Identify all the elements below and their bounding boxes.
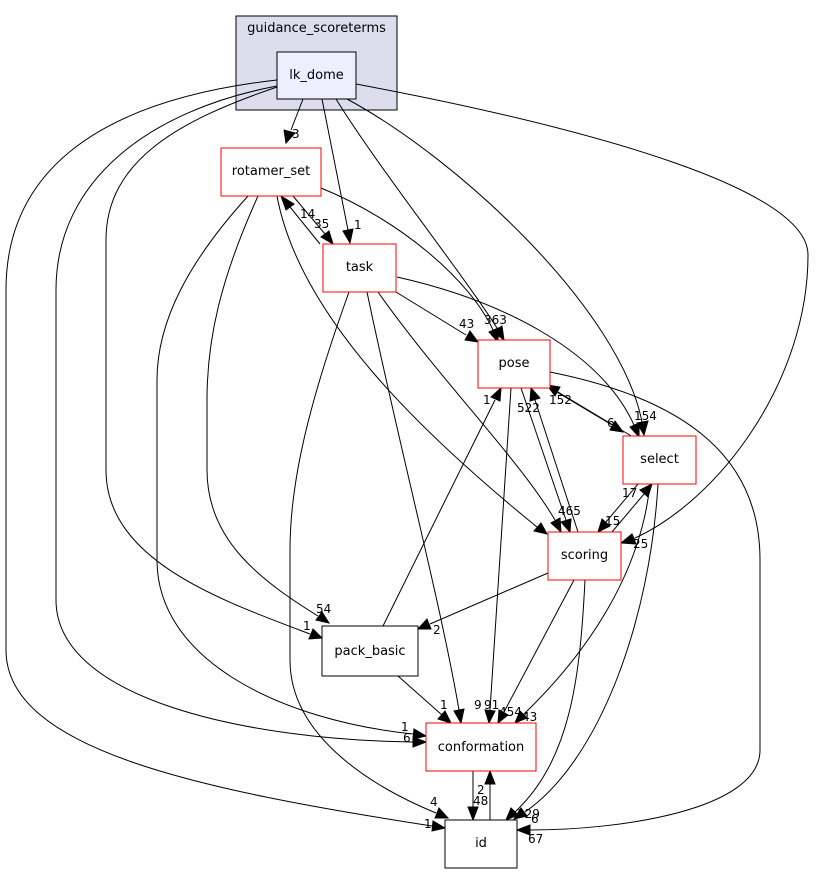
edge-label: 1	[354, 218, 362, 232]
edge-rotamer-set-to-task: 35	[292, 195, 334, 246]
edge-label: 91	[484, 698, 499, 712]
edge-task-to-scoring: 465	[377, 291, 581, 534]
edge-label: 6	[531, 812, 539, 826]
edge-label: 329	[517, 807, 540, 821]
edge-label: 6	[607, 416, 615, 430]
edge-pose-to-conformation: 91	[484, 387, 512, 725]
edges: 3 1 363 154 25 1	[5, 79, 809, 846]
node-label: scoring	[561, 548, 608, 563]
edge-pack-basic-to-pose: 1	[382, 386, 502, 627]
edge-scoring-to-conformation: 454	[497, 579, 575, 725]
edge-label: 1	[401, 720, 409, 734]
edge-label: 17	[622, 486, 637, 500]
edge-lk-dome-to-id: 1	[5, 79, 447, 832]
edge-rotamer-set-to-pose	[320, 187, 499, 344]
edge-pack-basic-to-conformation: 1	[397, 675, 452, 724]
cluster-label: guidance_scoreterms	[247, 21, 386, 36]
node-label: id	[475, 836, 487, 851]
edge-task-to-conformation: 9	[366, 291, 482, 725]
edge-label: 48	[473, 794, 488, 808]
edge-task-to-rotamer-set: 14	[280, 194, 321, 245]
node-conformation[interactable]: conformation	[425, 722, 537, 772]
node-label: task	[346, 260, 374, 275]
edge-lk-dome-to-scoring: 25	[355, 83, 809, 551]
edge-lk-dome-to-pack-basic: 1	[105, 86, 324, 640]
node-label: lk_dome	[289, 68, 344, 83]
edge-scoring-to-select: 17	[611, 483, 653, 533]
node-select[interactable]: select	[622, 435, 697, 485]
edge-conformation-to-id: 48	[467, 771, 488, 822]
node-task[interactable]: task	[322, 243, 397, 293]
edge-id-to-conformation: 2	[477, 769, 496, 820]
node-rotamer-set[interactable]: rotamer_set	[220, 147, 322, 197]
edge-select-to-conformation: 43	[514, 483, 651, 724]
node-label: conformation	[438, 740, 525, 755]
node-lk-dome[interactable]: lk_dome	[276, 51, 357, 100]
edge-scoring-to-id: 329	[505, 579, 586, 821]
edge-label: 154	[634, 409, 657, 423]
edge-label: 4	[430, 795, 438, 809]
edge-rotamer-set-to-scoring	[276, 195, 548, 535]
node-scoring[interactable]: scoring	[547, 531, 622, 581]
node-id[interactable]: id	[444, 819, 518, 869]
edge-pose-to-id: 67	[515, 371, 761, 846]
edge-lk-dome-to-conformation: 6	[55, 85, 428, 748]
edge-label: 522	[517, 401, 540, 415]
edge-label: 15	[605, 514, 620, 528]
edge-label: 2	[477, 783, 485, 797]
edge-label: 6	[403, 731, 411, 745]
edge-label: 25	[633, 537, 648, 551]
node-label: pack_basic	[334, 644, 405, 659]
edge-label: 1	[483, 393, 491, 407]
edge-label: 3	[292, 127, 300, 141]
edge-label: 2	[433, 623, 441, 637]
edge-label: 43	[459, 317, 474, 331]
edge-rotamer-set-to-pack-basic: 54	[206, 195, 331, 624]
node-label: pose	[499, 356, 530, 371]
node-label: select	[640, 452, 679, 467]
edge-label: 1	[440, 698, 448, 712]
edge-select-to-scoring: 15	[597, 483, 639, 533]
node-label: rotamer_set	[232, 164, 310, 179]
edge-label: 1	[424, 817, 432, 831]
edge-label: 43	[522, 710, 537, 724]
edge-label: 35	[314, 217, 329, 231]
edge-select-to-id: 6	[512, 483, 659, 826]
edge-label: 454	[499, 705, 522, 719]
nodes: lk_dome rotamer_set task pose select sco…	[220, 51, 697, 869]
edge-label: 54	[316, 602, 331, 616]
edge-scoring-to-pack-basic: 2	[416, 572, 549, 637]
edge-select-to-pose: 152	[545, 384, 634, 438]
edge-label: 152	[549, 393, 572, 407]
edge-pose-to-scoring	[520, 387, 572, 534]
edge-lk-dome-to-task: 1	[321, 98, 362, 245]
edge-label: 1	[303, 619, 311, 633]
edge-task-to-select	[396, 276, 640, 439]
edge-rotamer-set-to-conformation: 1	[156, 195, 428, 740]
node-pose[interactable]: pose	[477, 339, 551, 389]
node-pack-basic[interactable]: pack_basic	[321, 625, 419, 677]
edge-label: 14	[300, 207, 315, 221]
edge-scoring-to-pose: 522	[517, 386, 579, 533]
edge-label: 9	[474, 698, 482, 712]
edge-lk-dome-to-select: 154	[346, 98, 657, 437]
edge-task-to-id: 4	[289, 291, 450, 819]
edge-lk-dome-to-rotamer-set: 3	[283, 98, 304, 145]
edge-task-to-pose: 43	[395, 291, 480, 343]
edge-label: 67	[528, 832, 543, 846]
